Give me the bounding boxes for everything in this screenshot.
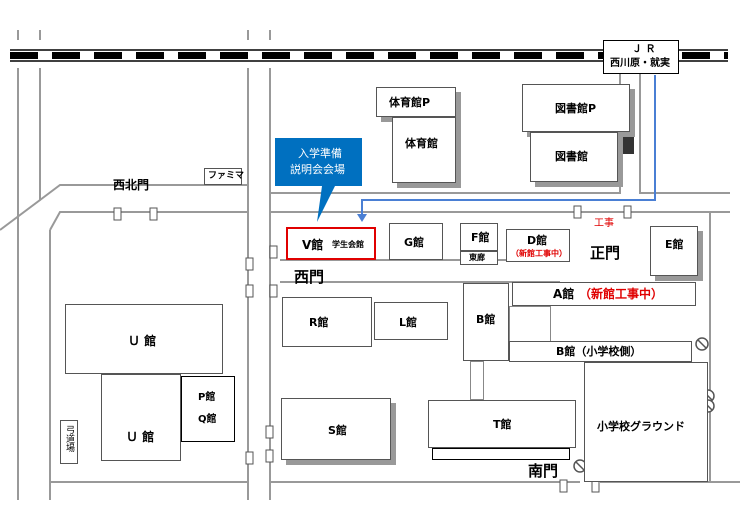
callout-line1: 入学準備 (298, 147, 342, 160)
building-l: L館 (374, 302, 448, 340)
gate-west: 西門 (294, 268, 325, 286)
building-a: A館 （新館工事中） (512, 282, 696, 306)
library-entrance (622, 132, 634, 154)
building-t-annex (432, 448, 570, 460)
callout-line2: 説明会会場 (290, 163, 345, 176)
route-arrow (361, 75, 656, 218)
shop-familymart: ファミマ (204, 168, 244, 185)
building-library-parking: 図書館P (522, 84, 630, 132)
no-entry-icon (573, 337, 715, 473)
building-r: R館 (282, 297, 372, 347)
building-b: B館 (463, 283, 509, 361)
building-pq: P館 Q館 (181, 376, 235, 442)
building-library: 図書館 (530, 132, 618, 182)
building-f: F館 (460, 223, 498, 251)
building-b-elementary: B館（小学校側） (509, 341, 692, 362)
station-line1: Ｊ Ｒ (632, 44, 656, 55)
building-gym: 体育館 (392, 117, 456, 183)
building-v-venue: V館 学生会館 (286, 227, 376, 260)
building-e: E館 (650, 226, 698, 276)
roads (0, 30, 740, 500)
construction-label: 工事 (594, 218, 614, 229)
building-u-top: Ｕ 館 (65, 304, 223, 374)
building-u-bottom: Ｕ 館 (101, 374, 181, 461)
connector-b (509, 306, 551, 346)
building-t: T館 (428, 400, 576, 448)
jr-station-box: Ｊ Ｒ 西川原・就実 (603, 40, 679, 74)
gate-northwest: 西北門 (113, 178, 150, 192)
callout-box (275, 138, 362, 222)
building-g: G館 (389, 223, 443, 260)
building-gym-parking: 体育館P (376, 87, 456, 117)
connector-t (470, 361, 484, 400)
building-east-wing: 東廊 (460, 251, 498, 265)
gate-main: 正門 (590, 244, 621, 262)
gate-south: 南門 (528, 462, 559, 480)
elementary-school-ground: 小学校グラウンド (584, 362, 708, 482)
building-s: S館 (281, 398, 391, 460)
building-d: D館 （新館工事中） (506, 229, 570, 262)
station-line2: 西川原・就実 (610, 58, 670, 69)
archery-range: 弓道場 (60, 420, 78, 464)
